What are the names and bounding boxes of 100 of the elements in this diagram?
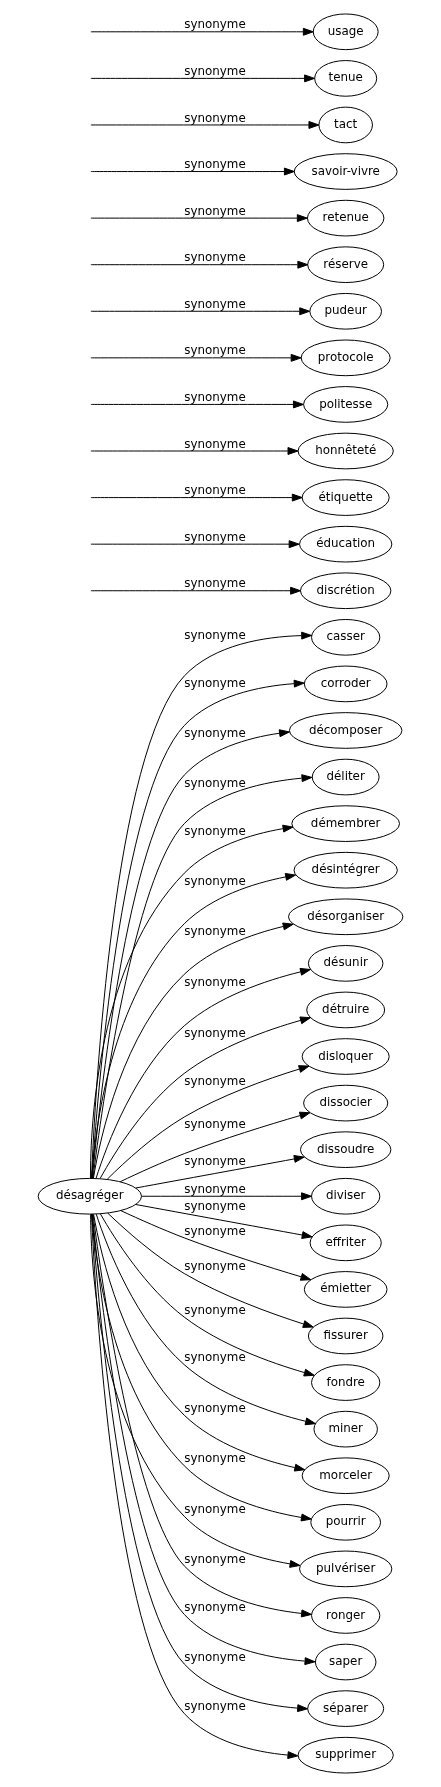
arrow [90, 540, 300, 549]
arrow [93, 1213, 306, 1472]
edge-label: synonyme [184, 110, 246, 125]
node-ellipse: pudeur [309, 292, 382, 330]
arrow [90, 307, 311, 316]
edge-label: synonyme [184, 529, 246, 544]
edge-label: synonyme [184, 924, 246, 939]
arrow [106, 1065, 310, 1180]
node-ellipse: ronger [311, 1597, 381, 1634]
node-ellipse: désagréger [37, 1177, 142, 1215]
edge-label: synonyme [184, 627, 246, 642]
node-ellipse: discrétion [300, 572, 392, 610]
arrow [89, 824, 294, 1179]
arrow [90, 447, 299, 455]
edge-label: synonyme [184, 775, 246, 790]
arrow [90, 214, 308, 223]
node-ellipse: usage [312, 13, 379, 51]
node-ellipse: désintégrer [293, 851, 398, 889]
arrow [90, 260, 309, 269]
edge-label: synonyme [184, 1302, 246, 1317]
node-ellipse: pulvériser [299, 1550, 393, 1588]
arrow [90, 493, 303, 502]
node-ellipse: supprimer [297, 1736, 394, 1774]
node-ellipse: tact [318, 106, 373, 144]
arrow [135, 1155, 305, 1189]
arrow [92, 922, 294, 1179]
node-ellipse: pourrir [310, 1503, 382, 1541]
arrow [91, 729, 290, 1179]
node-ellipse: décomposer [288, 712, 403, 749]
arrow [92, 774, 313, 1179]
node-ellipse: détruire [306, 991, 386, 1029]
arrow [90, 74, 315, 83]
edge-label: synonyme [184, 873, 246, 888]
arrow [90, 353, 302, 362]
arrow [90, 1213, 301, 1568]
edge-label: synonyme [184, 64, 246, 79]
node-ellipse: corroder [303, 665, 388, 703]
arrow [99, 1016, 311, 1179]
edge-label: synonyme [184, 1026, 246, 1041]
node-ellipse: éducation [299, 525, 393, 563]
edge-label: synonyme [184, 1154, 246, 1169]
node-ellipse: morceler [301, 1457, 390, 1495]
node-ellipse: diviser [311, 1177, 381, 1215]
node-ellipse: saper [314, 1643, 377, 1681]
edge-label: synonyme [184, 1551, 246, 1566]
edge-label: synonyme [184, 1350, 246, 1365]
edge-label: synonyme [184, 1400, 246, 1415]
arrow [120, 1210, 312, 1281]
arrow [95, 967, 311, 1179]
edge-label: synonyme [184, 296, 246, 311]
node-ellipse: dissocier [303, 1084, 389, 1122]
node-ellipse: désunir [307, 945, 384, 982]
node-ellipse: savoir-vivre [293, 153, 398, 190]
node-ellipse: honnêteté [297, 432, 394, 470]
arrow [91, 1213, 312, 1522]
edge-label: synonyme [184, 1073, 246, 1088]
node-ellipse: déliter [311, 758, 380, 796]
node-ellipse: tenue [314, 60, 378, 97]
arrow [107, 1212, 314, 1328]
node-ellipse: dissoudre [300, 1131, 392, 1168]
edge-label: synonyme [184, 436, 246, 451]
edge-label: synonyme [184, 1181, 246, 1196]
edge-label: synonyme [184, 824, 246, 839]
edge-label: synonyme [184, 1649, 246, 1664]
edge-label: synonyme [184, 17, 246, 32]
edge-label: synonyme [184, 1501, 246, 1516]
edge-label: synonyme [184, 250, 246, 265]
node-ellipse: miner [313, 1410, 378, 1448]
edge-label: synonyme [184, 157, 246, 172]
node-ellipse: émietter [303, 1271, 388, 1308]
node-ellipse: réserve [307, 246, 385, 284]
edge-label: synonyme [184, 974, 246, 989]
arrow [90, 586, 301, 595]
node-ellipse: démembrer [291, 805, 401, 842]
edge-label: synonyme [184, 726, 246, 741]
edge-label: synonyme [184, 676, 246, 691]
node-ellipse: retenue [306, 199, 385, 237]
node-ellipse: désorganiser [287, 898, 404, 936]
edge-label: synonyme [184, 483, 246, 498]
node-ellipse: fissurer [307, 1317, 384, 1355]
arrow [99, 1213, 315, 1377]
edge-label: synonyme [184, 1699, 246, 1714]
node-ellipse: effriter [309, 1224, 382, 1262]
edge-label: synonyme [184, 1600, 246, 1615]
arrow [90, 121, 320, 129]
arrow [141, 1192, 312, 1201]
edge-label: synonyme [184, 390, 246, 405]
node-ellipse: séparer [307, 1690, 385, 1727]
arrow [91, 872, 297, 1179]
node-ellipse: fondre [311, 1364, 381, 1401]
arrow [90, 167, 295, 176]
node-ellipse: casser [311, 619, 381, 656]
edge-label: synonyme [184, 1223, 246, 1238]
edge-label: synonyme [184, 1451, 246, 1466]
edge-label: synonyme [184, 203, 246, 218]
edge-label: synonyme [184, 1117, 246, 1132]
arrow [95, 1213, 316, 1426]
arrow [135, 1204, 313, 1239]
arrow [119, 1111, 311, 1183]
arrow [90, 27, 314, 36]
